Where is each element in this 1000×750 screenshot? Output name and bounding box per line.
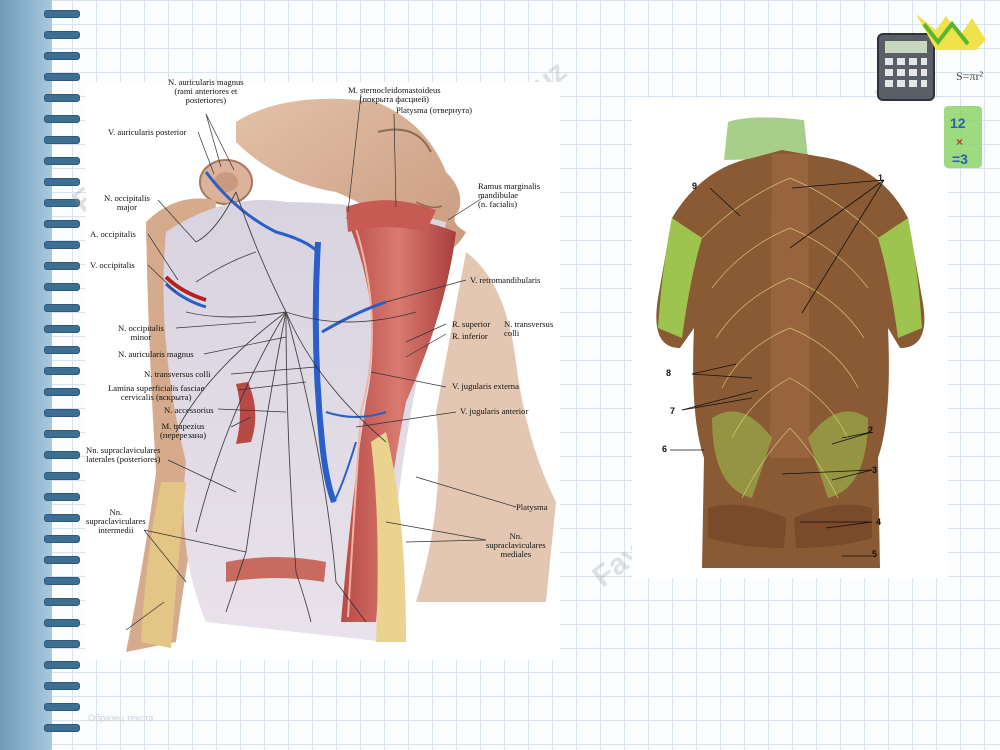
binding-ring bbox=[44, 451, 80, 459]
label-auricularis-magnus-rami: N. auricularis magnus(rami anteriores et… bbox=[168, 77, 244, 105]
binding-ring bbox=[44, 493, 80, 501]
binding-ring bbox=[44, 724, 80, 732]
svg-text:×: × bbox=[956, 135, 963, 149]
binding-ring bbox=[44, 241, 80, 249]
figure-number-6: 6 bbox=[662, 444, 668, 454]
back-anatomy-illustration bbox=[656, 117, 925, 568]
binding-ring bbox=[44, 220, 80, 228]
label-m-trapezius: M. trapezius(перерезана) bbox=[160, 421, 207, 440]
label-v-jugularis-anterior: V. jugularis anterior bbox=[460, 406, 529, 416]
binding-ring bbox=[44, 535, 80, 543]
figure-number-7: 7 bbox=[670, 406, 676, 416]
binding-ring bbox=[44, 304, 80, 312]
binding-ring bbox=[44, 262, 80, 270]
binding-ring bbox=[44, 157, 80, 165]
binding-ring bbox=[44, 178, 80, 186]
svg-text:=3: =3 bbox=[952, 151, 968, 167]
binding-ring bbox=[44, 73, 80, 81]
binding-ring bbox=[44, 556, 80, 564]
label-platysma-bottom: Platysma bbox=[516, 502, 548, 512]
binding-ring bbox=[44, 199, 80, 207]
figure-number-3: 3 bbox=[872, 465, 878, 475]
binding-ring bbox=[44, 577, 80, 585]
back-anatomy-figure: 9 1 8 7 6 2 3 4 5 bbox=[632, 98, 948, 578]
figure-number-5: 5 bbox=[872, 549, 878, 559]
binding-ring bbox=[44, 388, 80, 396]
binding-ring bbox=[44, 346, 80, 354]
binding-ring bbox=[44, 31, 80, 39]
binding-ring bbox=[44, 430, 80, 438]
binding-ring bbox=[44, 703, 80, 711]
binding-ring bbox=[44, 52, 80, 60]
binding-ring bbox=[44, 325, 80, 333]
math-decoration: S=πr² 12 × =3 bbox=[876, 10, 994, 180]
label-platysma-top: Platysma (отвернута) bbox=[396, 105, 473, 115]
figure-number-8: 8 bbox=[666, 368, 672, 378]
binding-ring bbox=[44, 283, 80, 291]
binding-ring bbox=[44, 367, 80, 375]
label-v-retromandibularis: V. retromandibularis bbox=[470, 275, 541, 285]
binding-ring bbox=[44, 115, 80, 123]
binding-ring bbox=[44, 661, 80, 669]
math-symbols-icon: S=πr² 12 × =3 bbox=[916, 14, 986, 168]
figure-number-4: 4 bbox=[876, 517, 882, 527]
label-v-jugularis-externa: V. jugularis externa bbox=[452, 381, 519, 391]
binding-ring bbox=[44, 640, 80, 648]
figure-number-1: 1 bbox=[878, 173, 884, 183]
figure-number-2: 2 bbox=[868, 425, 874, 435]
footer-text: Образец текста bbox=[88, 713, 154, 723]
binding-ring bbox=[44, 10, 80, 18]
calculator-icon bbox=[877, 33, 935, 101]
svg-text:S=πr²: S=πr² bbox=[956, 69, 983, 83]
binding-ring bbox=[44, 136, 80, 144]
svg-text:12: 12 bbox=[950, 115, 966, 131]
label-n-accessorius: N. accessorius bbox=[164, 405, 214, 415]
label-v-occipitalis: V. occipitalis bbox=[90, 260, 135, 270]
notebook-binding bbox=[0, 0, 52, 750]
binding-ring bbox=[44, 472, 80, 480]
label-r-inferior: R. inferior bbox=[452, 331, 488, 341]
label-n-auricularis-magnus: N. auricularis magnus bbox=[118, 349, 194, 359]
binding-ring bbox=[44, 94, 80, 102]
binding-ring bbox=[44, 409, 80, 417]
binding-ring bbox=[44, 514, 80, 522]
binding-ring bbox=[44, 682, 80, 690]
figure-number-9: 9 bbox=[692, 181, 698, 191]
label-v-auricularis-posterior: V. auricularis posterior bbox=[108, 127, 187, 137]
label-r-superior: R. superior bbox=[452, 319, 491, 329]
label-sternocleidomastoideus: M. sternocleidomastoideus(покрыта фасцие… bbox=[348, 85, 441, 104]
neck-anatomy-illustration bbox=[125, 93, 556, 652]
label-n-transversus-colli: N. transversus colli bbox=[144, 369, 211, 379]
binding-ring bbox=[44, 598, 80, 606]
neck-anatomy-figure: N. auricularis magnus(rami anteriores et… bbox=[86, 78, 560, 660]
binding-ring bbox=[44, 619, 80, 627]
label-a-occipitalis: A. occipitalis bbox=[90, 229, 136, 239]
